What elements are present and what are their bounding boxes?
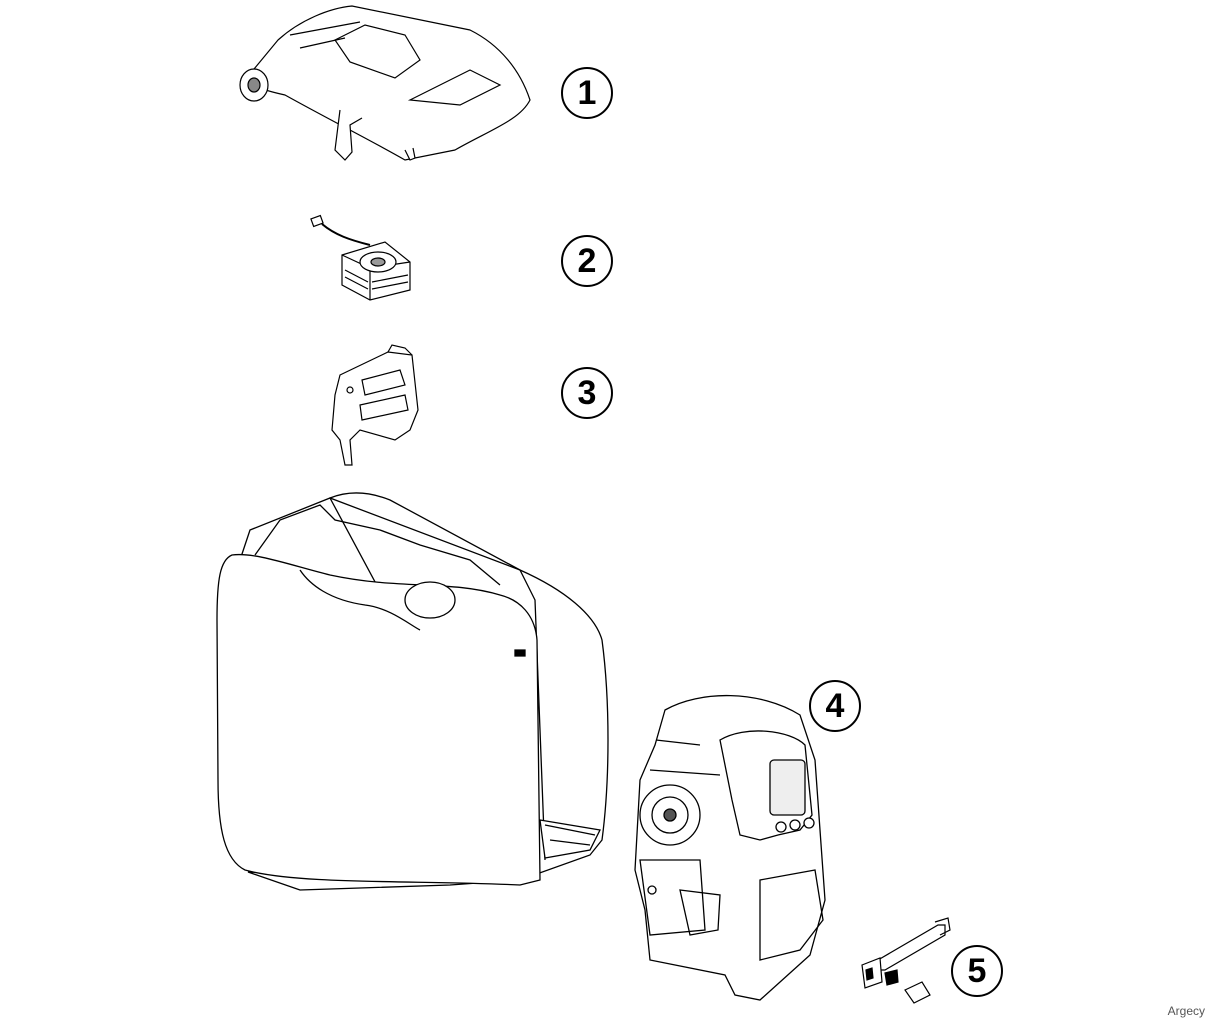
callout-5: 5 (951, 945, 1003, 997)
callout-1: 1 (561, 67, 613, 119)
callout-3: 3 (561, 367, 613, 419)
callout-4: 4 (809, 680, 861, 732)
watermark-text: Argecy (1167, 1004, 1205, 1018)
callout-2: 2 (561, 235, 613, 287)
